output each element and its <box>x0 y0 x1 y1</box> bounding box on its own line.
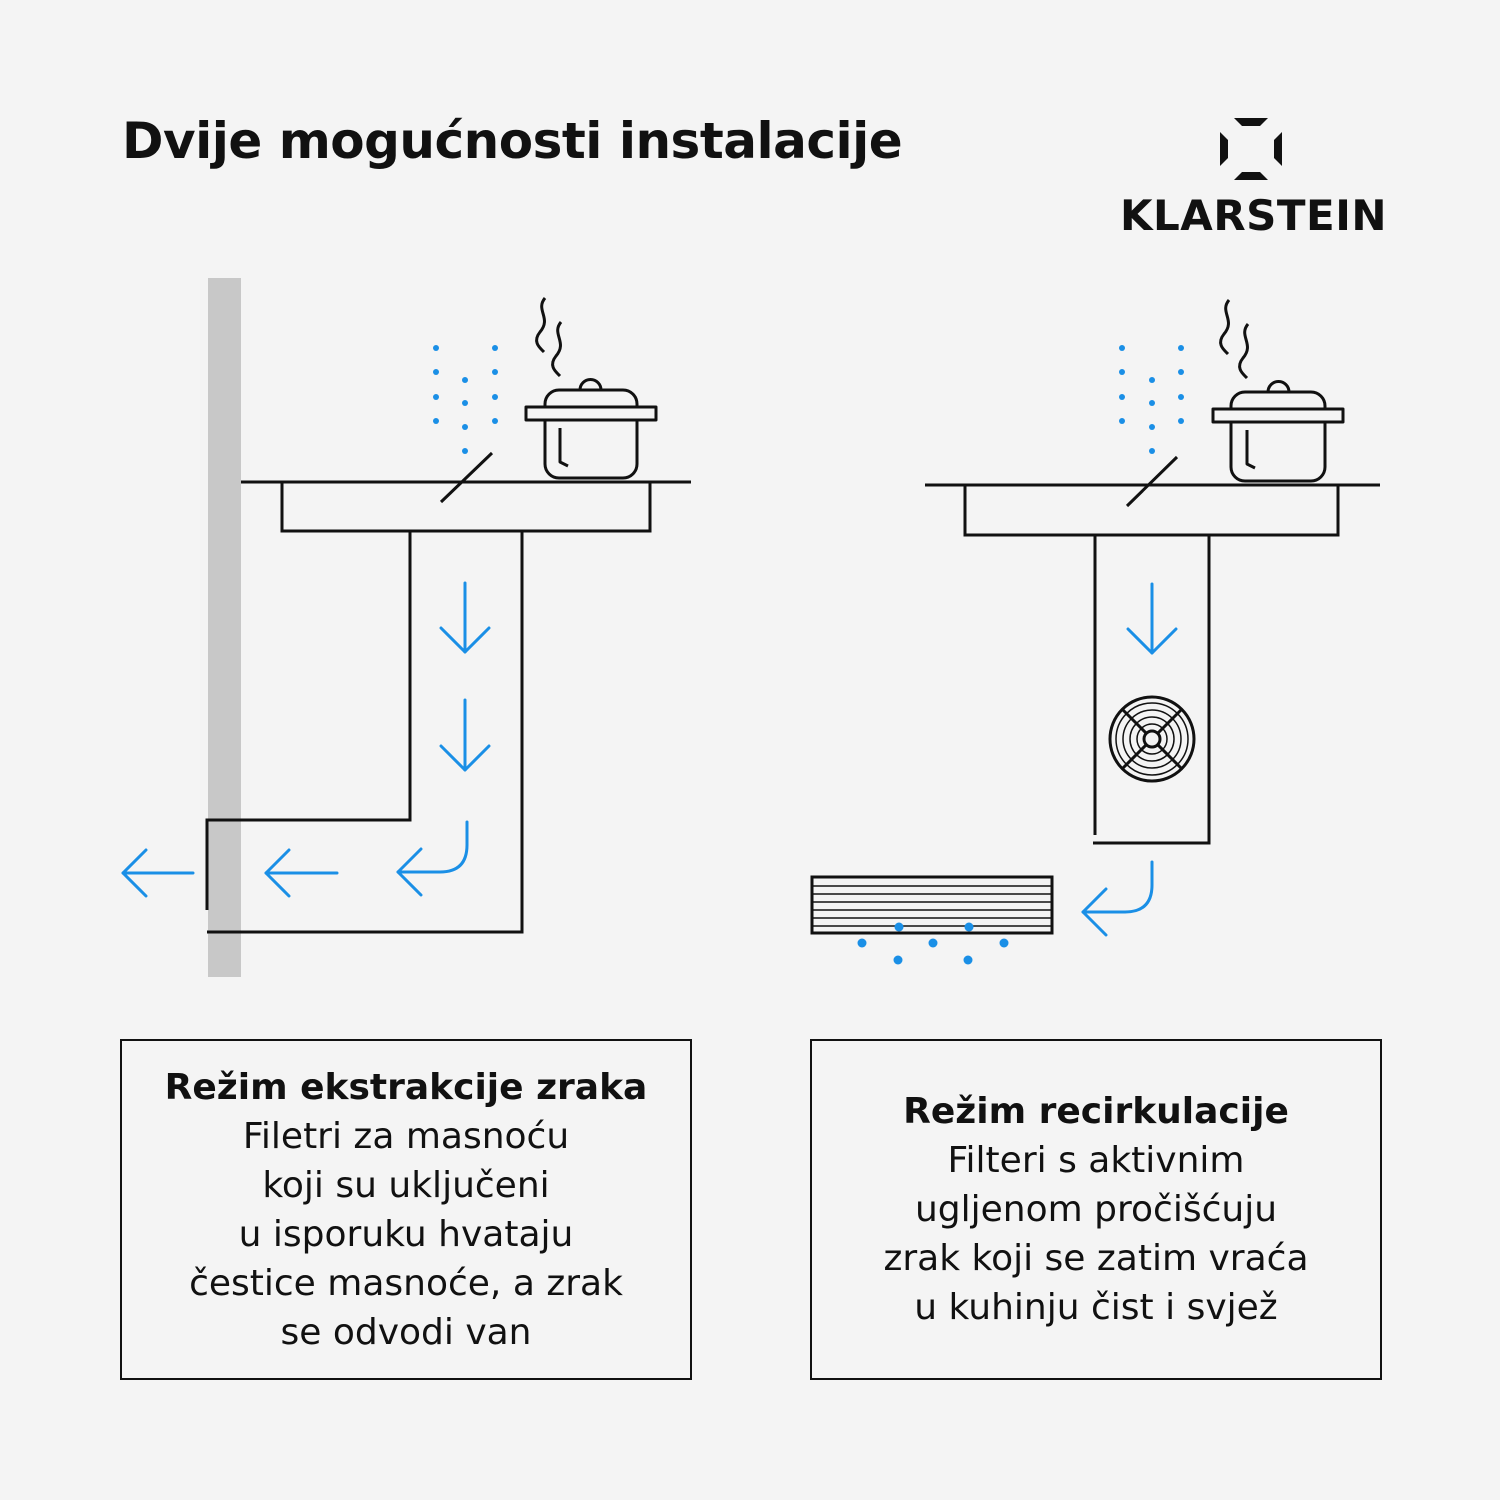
pot-icon <box>524 297 658 480</box>
recirculation-mode-description: Filteri s aktivnim ugljenom pročišćuju z… <box>883 1140 1309 1328</box>
klarstein-diamond-logo-icon <box>1220 118 1282 180</box>
grease-filter <box>439 451 494 504</box>
airflow-turn-arrow-icon <box>396 820 469 897</box>
fan-icon <box>1108 695 1196 783</box>
page-title: Dvije mogućnosti instalacije <box>122 112 903 170</box>
wall <box>208 278 241 977</box>
clean-air-dots <box>857 922 1009 965</box>
recirculation-mode-card: Režim recirkulacije Filteri s aktivnim u… <box>810 1039 1382 1380</box>
recirculation-diagram <box>810 299 1380 965</box>
airflow-down-arrow-icon <box>439 581 491 654</box>
plinth-grille <box>810 875 1054 935</box>
recirculation-duct <box>1093 535 1211 845</box>
airflow-down-arrow-icon <box>1126 582 1178 655</box>
recirculation-mode-title: Režim recirkulacije <box>903 1091 1289 1132</box>
pot-icon <box>1211 299 1345 483</box>
brand-name: KLARSTEIN <box>1120 191 1388 240</box>
hob-unit <box>280 480 652 533</box>
steam-dots <box>1119 345 1184 454</box>
airflow-return-arrow-icon <box>1081 860 1154 937</box>
airflow-left-arrow-icon <box>264 848 339 898</box>
plinth-grille-slats <box>812 885 1052 927</box>
carbon-filter <box>1125 455 1179 508</box>
hob-unit <box>963 483 1340 537</box>
extraction-mode-card: Režim ekstrakcije zraka Filetri za masno… <box>120 1039 692 1380</box>
brand-logo: KLARSTEIN <box>1120 118 1388 248</box>
installation-diagram <box>121 278 1380 977</box>
steam-dots <box>433 345 498 454</box>
extraction-mode-title: Režim ekstrakcije zraka <box>164 1066 648 1108</box>
extraction-mode-description: Filetri za masnoću koji su uključeni u i… <box>189 1115 623 1353</box>
extraction-duct <box>205 531 524 934</box>
extraction-diagram <box>121 278 691 977</box>
airflow-down-arrow-icon <box>439 698 491 772</box>
airflow-exit-arrow-icon <box>121 848 195 898</box>
